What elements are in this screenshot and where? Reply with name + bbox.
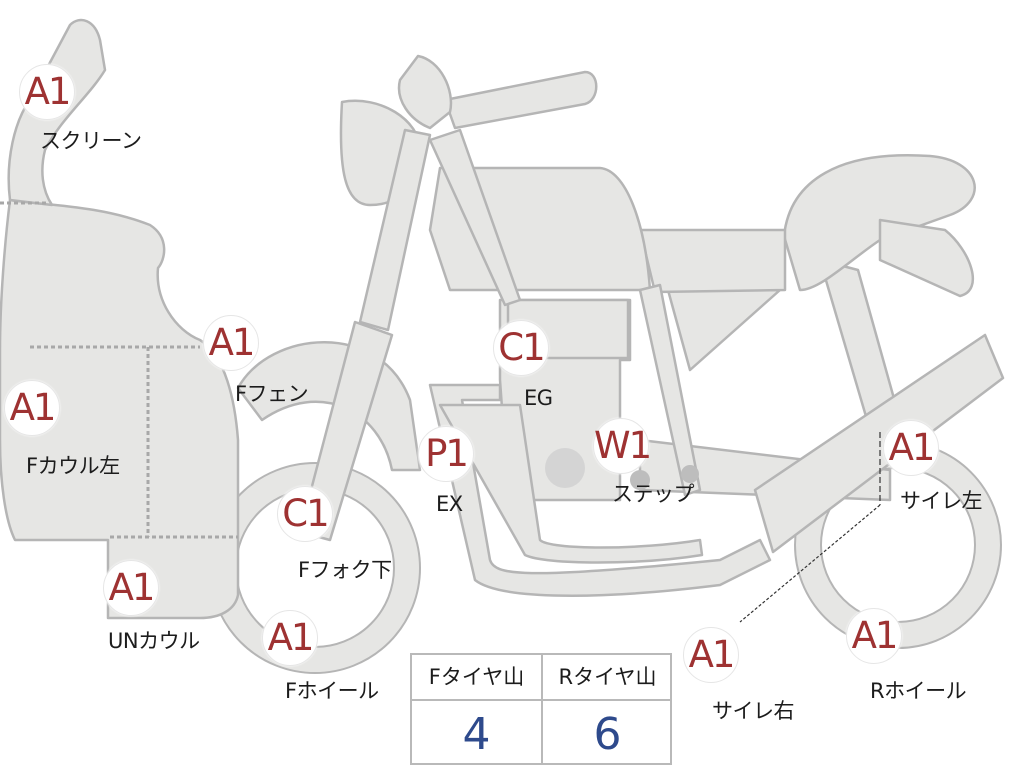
- engine-code-badge[interactable]: C1: [493, 320, 549, 376]
- screen-label: スクリーン: [40, 129, 142, 153]
- front-cowl-left-code-badge[interactable]: A1: [4, 380, 60, 436]
- handlebar-shape: [443, 70, 598, 130]
- tire-tread-table: Fタイヤ山 4 Rタイヤ山 6: [410, 653, 672, 765]
- frame-tube-shape: [428, 128, 522, 307]
- silencer-right-label: サイレ右: [712, 699, 795, 723]
- cowl-shape: [0, 198, 240, 620]
- rear-cowl-shape: [878, 218, 975, 298]
- front-fender-label: Fフェン: [235, 382, 309, 406]
- front-tire-column: Fタイヤ山 4: [412, 655, 543, 763]
- front-tire-tread-value[interactable]: 4: [462, 709, 491, 760]
- under-cowl-code-badge[interactable]: A1: [103, 560, 159, 616]
- silencer-right-code-badge[interactable]: A1: [683, 627, 739, 683]
- rear-tire-tread-header: Rタイヤ山: [543, 655, 672, 701]
- step-label: ステップ: [612, 482, 695, 506]
- front-fender-code-badge[interactable]: A1: [203, 315, 259, 371]
- step-code-badge[interactable]: W1: [593, 418, 652, 474]
- engine-label: EG: [524, 386, 553, 410]
- under-cowl-label: UNカウル: [108, 629, 200, 653]
- screen-code-badge[interactable]: A1: [19, 64, 75, 120]
- rear-tire-tread-value[interactable]: 6: [593, 709, 622, 760]
- front-fork-lower-shape: [298, 320, 394, 542]
- silencer-left-code-badge[interactable]: A1: [883, 420, 939, 476]
- exhaust-shape: [428, 383, 772, 597]
- silencer-shape: [753, 333, 1005, 554]
- side-cover-shape: [666, 288, 782, 372]
- front-wheel-label: Fホイール: [285, 679, 379, 703]
- rear-wheel-code-badge[interactable]: A1: [846, 608, 902, 664]
- exhaust-code-badge[interactable]: P1: [418, 426, 474, 482]
- front-wheel-code-badge[interactable]: A1: [262, 610, 318, 666]
- rear-tire-column: Rタイヤ山 6: [543, 655, 672, 763]
- front-cowl-left-label: Fカウル左: [26, 454, 120, 478]
- front-fork-shape: [358, 128, 432, 332]
- exhaust-label: EX: [436, 492, 463, 516]
- front-tire-tread-header: Fタイヤ山: [412, 655, 541, 701]
- rear-wheel-label: Rホイール: [870, 679, 967, 703]
- front-fork-lower-label: Fフォク下: [298, 558, 392, 582]
- silencer-left-label: サイレ左: [900, 489, 983, 513]
- front-fork-lower-code-badge[interactable]: C1: [277, 486, 333, 542]
- mirror-shape: [397, 54, 453, 130]
